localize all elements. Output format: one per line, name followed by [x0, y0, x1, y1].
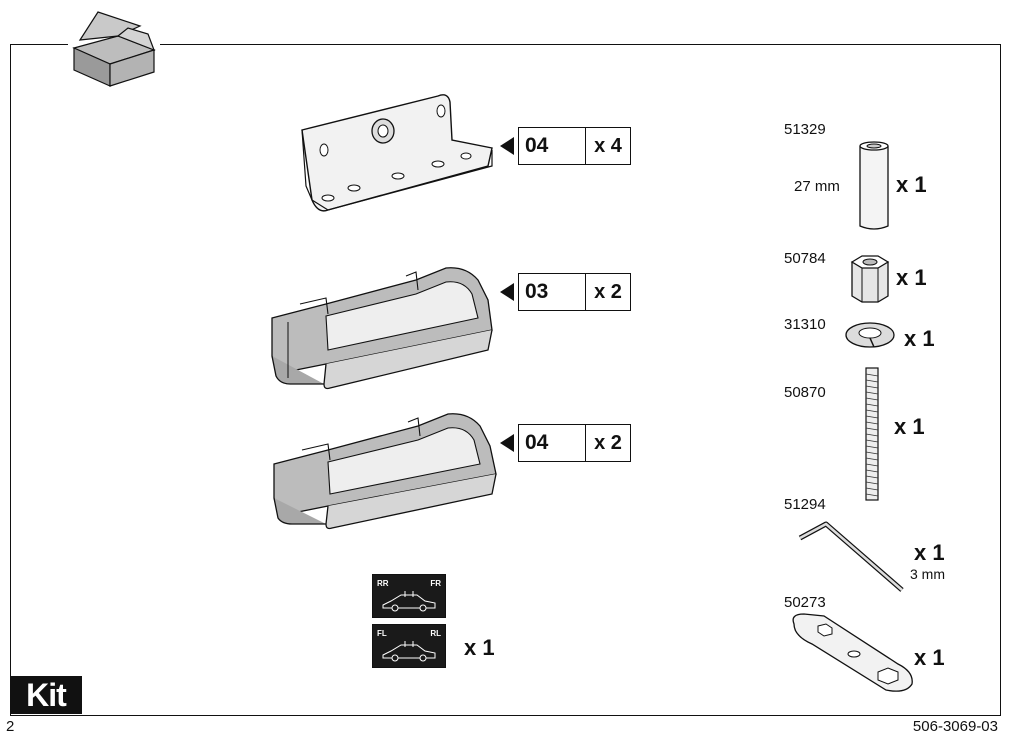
- foot-pad-drawing: [273, 413, 497, 530]
- sticker-label-right: RL: [430, 629, 441, 638]
- pointer-arrow: [500, 137, 514, 155]
- dimension-label: 3 mm: [910, 566, 945, 582]
- part-quantity: x 1: [914, 540, 945, 565]
- sticker-label-left: FL: [377, 629, 387, 638]
- sticker-label-left: RR: [377, 579, 389, 588]
- frame-top-line-right: [160, 44, 1000, 45]
- part-number: 51294: [784, 496, 826, 513]
- part-code: 03: [519, 274, 586, 310]
- part-number: 50870: [784, 384, 826, 401]
- part-quantity: x 4: [594, 134, 622, 157]
- document-number: 506-3069-03: [912, 718, 998, 735]
- part-number: 50273: [784, 594, 826, 611]
- open-box-icon: [72, 11, 156, 87]
- pointer-arrow: [500, 283, 514, 301]
- foot-pad-drawing: [271, 267, 493, 390]
- part-label: 04 x 2: [518, 424, 631, 462]
- part-quantity: x 1: [896, 172, 927, 197]
- car-icon: [382, 641, 436, 662]
- spacer-tube-drawing: [859, 141, 889, 230]
- part-code: 04: [519, 425, 586, 461]
- position-sticker: FL RL: [372, 624, 446, 668]
- sticker-quantity: x 1: [464, 635, 495, 660]
- part-number: 51329: [784, 121, 826, 138]
- part-quantity: x 1: [896, 265, 927, 290]
- part-label: 04 x 4: [518, 127, 631, 165]
- car-icon: [382, 591, 436, 612]
- part-quantity: x 1: [914, 645, 945, 670]
- dimension-label: 27 mm: [794, 178, 840, 195]
- part-label: 03 x 2: [518, 273, 631, 311]
- page-number: 2: [6, 718, 15, 735]
- spring-washer-drawing: [845, 322, 895, 348]
- position-sticker: RR FR: [372, 574, 446, 618]
- part-quantity: x 2: [594, 431, 622, 454]
- part-number: 31310: [784, 316, 826, 333]
- section-title: Kit: [10, 676, 82, 714]
- threaded-rod-drawing: [865, 367, 879, 501]
- part-quantity: x 1: [904, 326, 935, 351]
- wrench-drawing: [792, 613, 913, 692]
- sticker-label-right: FR: [430, 579, 441, 588]
- part-code: 04: [519, 128, 586, 164]
- part-quantity: x 2: [594, 280, 622, 303]
- page-frame: [10, 44, 1001, 716]
- frame-top-line-left: [10, 44, 68, 45]
- hex-nut-drawing: [850, 255, 890, 303]
- bracket-plate-drawing: [301, 94, 493, 212]
- part-number: 50784: [784, 250, 826, 267]
- pointer-arrow: [500, 434, 514, 452]
- part-quantity: x 1: [894, 414, 925, 439]
- hex-key-drawing: [798, 521, 904, 592]
